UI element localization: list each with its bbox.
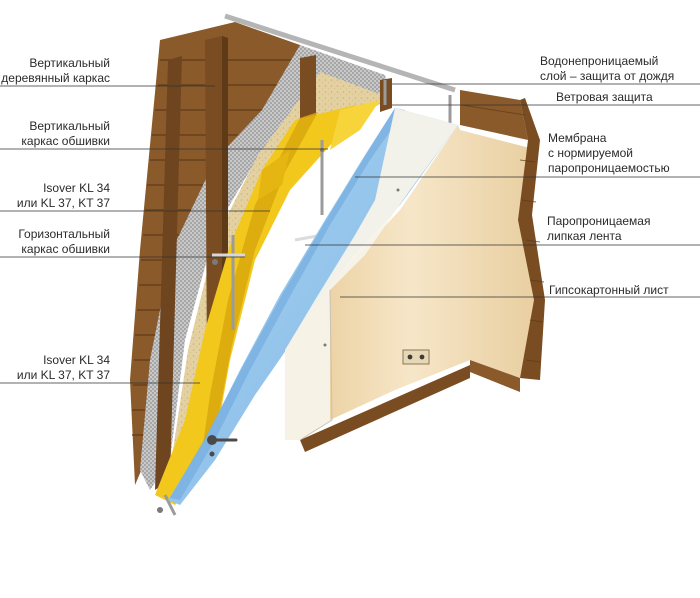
label-wind-protection: Ветровая защита: [556, 90, 653, 105]
label-horizontal-sheathing-frame: Горизонтальный каркас обшивки: [18, 227, 110, 257]
label-line: или KL 37, KT 37: [16, 196, 110, 210]
label-line: Водонепроницаемый: [540, 54, 659, 68]
label-drywall-sheet: Гипсокартонный лист: [549, 283, 669, 298]
power-socket-icon: [402, 349, 430, 365]
label-vertical-wood-frame: Вертикальный деревянный каркас: [1, 56, 110, 86]
label-line: Горизонтальный: [18, 227, 110, 241]
label-line: липкая лента: [547, 229, 622, 243]
label-line: Ветровая защита: [556, 90, 653, 104]
label-waterproof-layer: Водонепроницаемый слой – защита от дождя: [540, 54, 674, 84]
label-line: Вертикальный: [29, 119, 110, 133]
label-line: с нормируемой: [548, 146, 633, 160]
drywall-layer: [285, 108, 458, 441]
label-line: Гипсокартонный лист: [549, 283, 669, 297]
label-line: Isover KL 34: [43, 353, 110, 367]
label-line: Isover KL 34: [43, 181, 110, 195]
label-isover-top: Isover KL 34 или KL 37, KT 37: [17, 181, 110, 211]
interior-room: [285, 90, 545, 452]
label-line: или KL 37, KT 37: [16, 368, 110, 382]
label-line: каркас обшивки: [21, 242, 110, 256]
leader-lines: [0, 83, 700, 384]
label-vapor-tape: Паропроницаемая липкая лента: [547, 214, 650, 244]
label-line: паропроницаемостью: [548, 161, 670, 175]
label-line: Паропроницаемая: [547, 214, 651, 228]
label-vertical-sheathing-frame: Вертикальный каркас обшивки: [21, 119, 110, 149]
label-line: каркас обшивки: [21, 134, 110, 148]
screw-markers: [157, 148, 400, 513]
door-handle-icon: [207, 435, 238, 457]
label-line: Мембрана: [548, 131, 607, 145]
label-line: слой – защита от дождя: [540, 69, 675, 83]
label-vapor-membrane: Мембрана с нормируемой паропроницаемость…: [548, 131, 670, 176]
label-isover-bottom: Isover KL 34 или KL 37, KT 37: [17, 353, 110, 383]
label-line: Вертикальный: [29, 56, 110, 70]
label-line: деревянный каркас: [1, 71, 110, 85]
